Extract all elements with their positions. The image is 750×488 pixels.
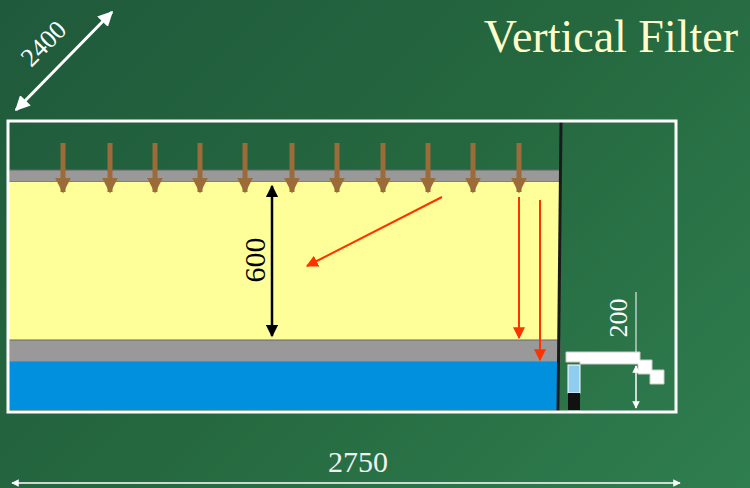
inflow-arrow [243,143,248,192]
tank-wall [558,121,561,411]
outlet-riser [568,365,580,393]
dimension-arrow [635,366,637,408]
flow-arrow [539,200,541,360]
drainage-layer [9,362,560,410]
dimension-label: 200 [606,299,632,338]
dimension-label: 600 [240,238,270,283]
top-gravel-band [9,170,560,182]
inflow-arrow [198,143,203,192]
sand-layer [9,182,560,340]
outlet-pipe [566,352,664,384]
inflow-arrows [63,143,519,192]
dimension-arrow [12,482,680,484]
inflow-arrow [61,143,66,192]
dimension-label: 2400 [16,16,71,71]
flow-arrow [307,197,442,266]
inflow-arrow [517,143,522,192]
dimension-line [636,292,637,352]
bottom-gravel-band [9,340,560,362]
dimension-arrow [271,186,274,336]
inflow-arrow [426,143,431,192]
diagram-title: Vertical Filter [484,12,738,63]
dimension-arrow [16,12,112,110]
inflow-arrow [290,143,295,192]
inflow-arrow [471,143,476,192]
dimension-label: 2750 [328,447,388,477]
flow-arrow [518,197,520,338]
inflow-arrow [108,143,113,192]
tank-frame [8,121,676,412]
inflow-arrow [153,143,158,192]
outlet-base [568,393,580,410]
inflow-arrow [335,143,340,192]
inflow-arrow [381,143,386,192]
